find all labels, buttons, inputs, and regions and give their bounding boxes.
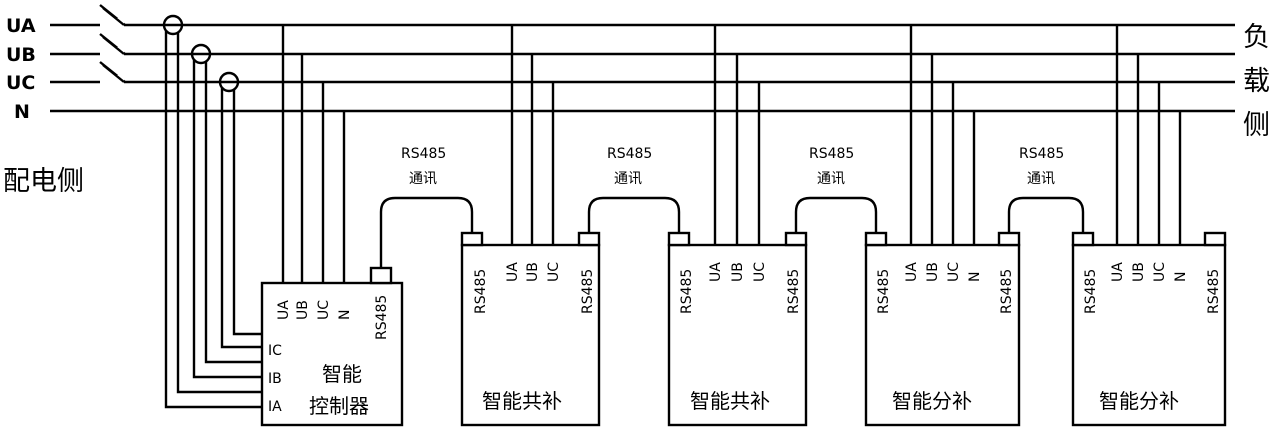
device-2-box xyxy=(667,243,808,427)
device-2-right-connector xyxy=(784,231,808,247)
comm-label-2-text: 通讯 xyxy=(614,171,642,187)
controller-rs485-connector xyxy=(369,266,393,285)
device-1-port-uc: UC xyxy=(546,262,562,282)
device-3-port-uc: UC xyxy=(946,262,962,282)
device-1-port-rs485-left: RS485 xyxy=(473,269,489,314)
device-3-port-ua: UA xyxy=(904,262,920,282)
device-1-port-ua: UA xyxy=(505,262,521,282)
device-2: RS485 UA UB UC RS485 智能共补 xyxy=(667,25,808,427)
ct-b-wire-2 xyxy=(204,61,262,364)
ct-a-wire-2 xyxy=(176,32,262,394)
device-3-title: 智能分补 xyxy=(892,389,972,413)
device-2-port-uc: UC xyxy=(752,262,768,282)
controller-input-ic: IC xyxy=(268,343,282,359)
comm-label-3-protocol: RS485 xyxy=(809,146,854,162)
device-2-port-ub: UB xyxy=(730,262,746,282)
device-4-port-rs485-right: RS485 xyxy=(1206,269,1222,314)
device-2-port-rs485-left: RS485 xyxy=(679,269,695,314)
device-4-title: 智能分补 xyxy=(1099,389,1179,413)
ct-b-icon xyxy=(190,43,212,65)
comm-label-2-protocol: RS485 xyxy=(607,146,652,162)
device-1-box xyxy=(460,243,601,427)
device-4: RS485 UA UB UC N RS485 智能分补 xyxy=(1071,25,1227,427)
device-1-right-connector xyxy=(577,231,601,247)
source-side-label: 配电侧 xyxy=(3,166,84,197)
ct-c-wire-2 xyxy=(232,89,262,336)
rs485-links xyxy=(379,196,1085,268)
bus-lines xyxy=(50,23,1235,113)
device-1-title: 智能共补 xyxy=(482,389,562,413)
bus-label-n: N xyxy=(14,101,30,123)
controller-port-uc: UC xyxy=(316,300,332,320)
rs485-link-2 xyxy=(587,196,681,233)
device-1-left-connector xyxy=(460,231,484,247)
controller-input-ia: IA xyxy=(268,399,282,415)
ct-a-icon xyxy=(162,14,184,36)
load-side-label-1: 负 xyxy=(1243,22,1270,53)
device-3-left-connector xyxy=(864,231,888,247)
load-side-label-3: 侧 xyxy=(1243,110,1270,141)
device-4-port-uc: UC xyxy=(1152,262,1168,282)
device-3-box xyxy=(864,243,1021,427)
comm-label-4-text: 通讯 xyxy=(1027,171,1055,187)
device-3-right-connector xyxy=(997,231,1021,247)
bus-label-ub: UB xyxy=(6,44,36,66)
device-3-port-ub: UB xyxy=(925,262,941,282)
bus-label-uc: UC xyxy=(6,72,35,94)
ct-a-wire-1 xyxy=(164,30,262,409)
device-1-port-ub: UB xyxy=(525,262,541,282)
controller-port-rs485: RS485 xyxy=(374,295,390,340)
controller-port-ub: UB xyxy=(295,300,311,320)
controller-port-n: N xyxy=(337,310,353,320)
device-3: RS485 UA UB UC N RS485 智能分补 xyxy=(864,25,1021,427)
device-4-port-ub: UB xyxy=(1131,262,1147,282)
controller-port-ua: UA xyxy=(276,300,292,320)
device-2-port-rs485-right: RS485 xyxy=(786,269,802,314)
ct-c-icon xyxy=(218,71,240,93)
device-4-box xyxy=(1071,243,1227,427)
device-4-port-rs485-left: RS485 xyxy=(1083,269,1099,314)
load-side-label-2: 载 xyxy=(1243,66,1270,97)
controller-box xyxy=(260,281,404,427)
device-3-port-rs485-left: RS485 xyxy=(876,269,892,314)
device-3-port-rs485-right: RS485 xyxy=(999,269,1015,314)
bus-label-ua: UA xyxy=(6,15,36,37)
comm-label-1-protocol: RS485 xyxy=(401,146,446,162)
device-1-port-rs485-right: RS485 xyxy=(580,269,596,314)
breaker-switches xyxy=(99,4,126,87)
controller-input-ib: IB xyxy=(268,371,282,387)
smart-controller: UA UB UC N RS485 IC IB IA 智能 控制器 xyxy=(260,25,404,427)
device-4-right-connector xyxy=(1203,231,1227,247)
current-transformers xyxy=(162,14,262,409)
device-4-port-ua: UA xyxy=(1110,262,1126,282)
device-1: RS485 UA UB UC RS485 智能共补 xyxy=(460,25,601,427)
device-2-left-connector xyxy=(667,231,691,247)
device-3-port-n: N xyxy=(967,272,983,282)
comm-label-4-protocol: RS485 xyxy=(1019,146,1064,162)
device-2-title: 智能共补 xyxy=(690,389,770,413)
comm-label-1-text: 通讯 xyxy=(409,171,437,187)
comm-label-3-text: 通讯 xyxy=(817,171,845,187)
rs485-link-1 xyxy=(379,196,474,268)
device-2-port-ua: UA xyxy=(708,262,724,282)
rs485-link-4 xyxy=(1007,196,1085,233)
ct-b-wire-1 xyxy=(192,59,262,379)
device-4-port-n: N xyxy=(1173,272,1189,282)
rs485-link-3 xyxy=(794,196,878,233)
controller-title-line2: 控制器 xyxy=(309,394,369,418)
ct-c-wire-1 xyxy=(220,87,262,349)
device-4-left-connector xyxy=(1071,231,1095,247)
controller-title-line1: 智能 xyxy=(322,362,362,386)
